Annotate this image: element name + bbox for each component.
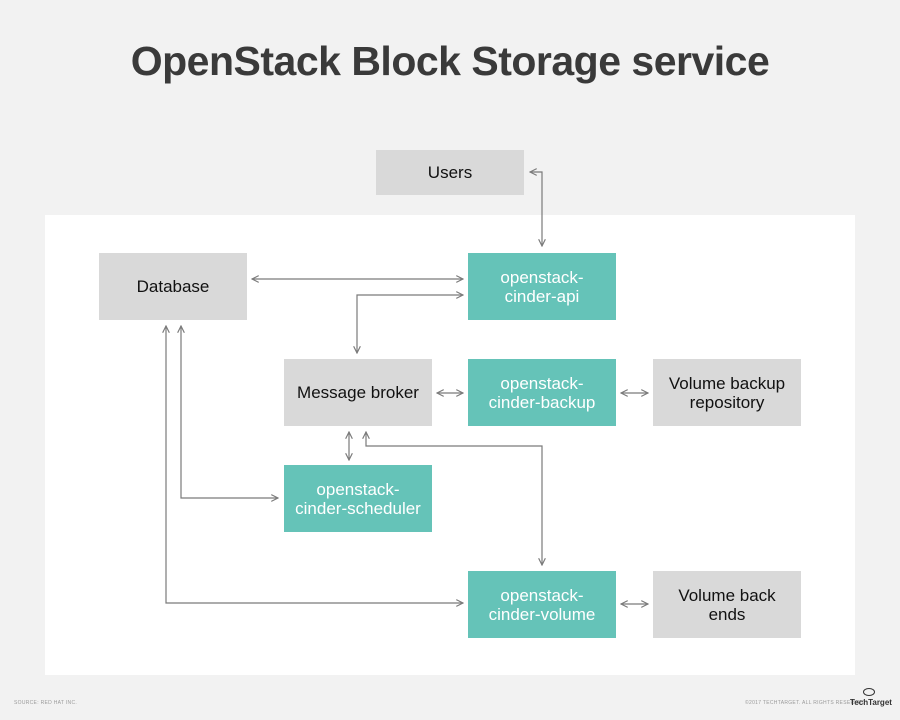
cinder-volume-label: openstack- cinder-volume bbox=[488, 585, 596, 624]
arrow-database-volume bbox=[166, 326, 463, 603]
diagram-title: OpenStack Block Storage service bbox=[130, 38, 770, 84]
cinder-backup-label: openstack- cinder-backup bbox=[488, 373, 596, 412]
arrow-database-scheduler bbox=[181, 326, 278, 498]
volume-backup-repository-label: Volume backup repository bbox=[668, 373, 786, 412]
users-box: Users bbox=[376, 150, 524, 195]
techtarget-logo: TechTarget bbox=[850, 688, 892, 712]
arrow-users-api bbox=[530, 172, 542, 246]
cinder-volume-box: openstack- cinder-volume bbox=[468, 571, 616, 638]
copyright-note: ©2017 TECHTARGET. ALL RIGHTS RESERVED bbox=[745, 700, 866, 706]
volume-backup-repository-box: Volume backup repository bbox=[653, 359, 801, 426]
eye-icon bbox=[863, 688, 875, 696]
cinder-backup-box: openstack- cinder-backup bbox=[468, 359, 616, 426]
source-note: SOURCE: RED HAT INC. bbox=[14, 700, 78, 706]
cinder-api-label: openstack- cinder-api bbox=[500, 267, 584, 306]
cinder-api-box: openstack- cinder-api bbox=[468, 253, 616, 320]
logo-text: TechTarget bbox=[850, 698, 892, 707]
arrow-broker-volume bbox=[366, 432, 542, 565]
database-box: Database bbox=[99, 253, 247, 320]
volume-back-ends-label: Volume back ends bbox=[678, 585, 776, 624]
arrow-api-broker bbox=[357, 295, 463, 353]
volume-back-ends-box: Volume back ends bbox=[653, 571, 801, 638]
database-label: Database bbox=[136, 277, 210, 296]
users-label: Users bbox=[427, 163, 473, 182]
